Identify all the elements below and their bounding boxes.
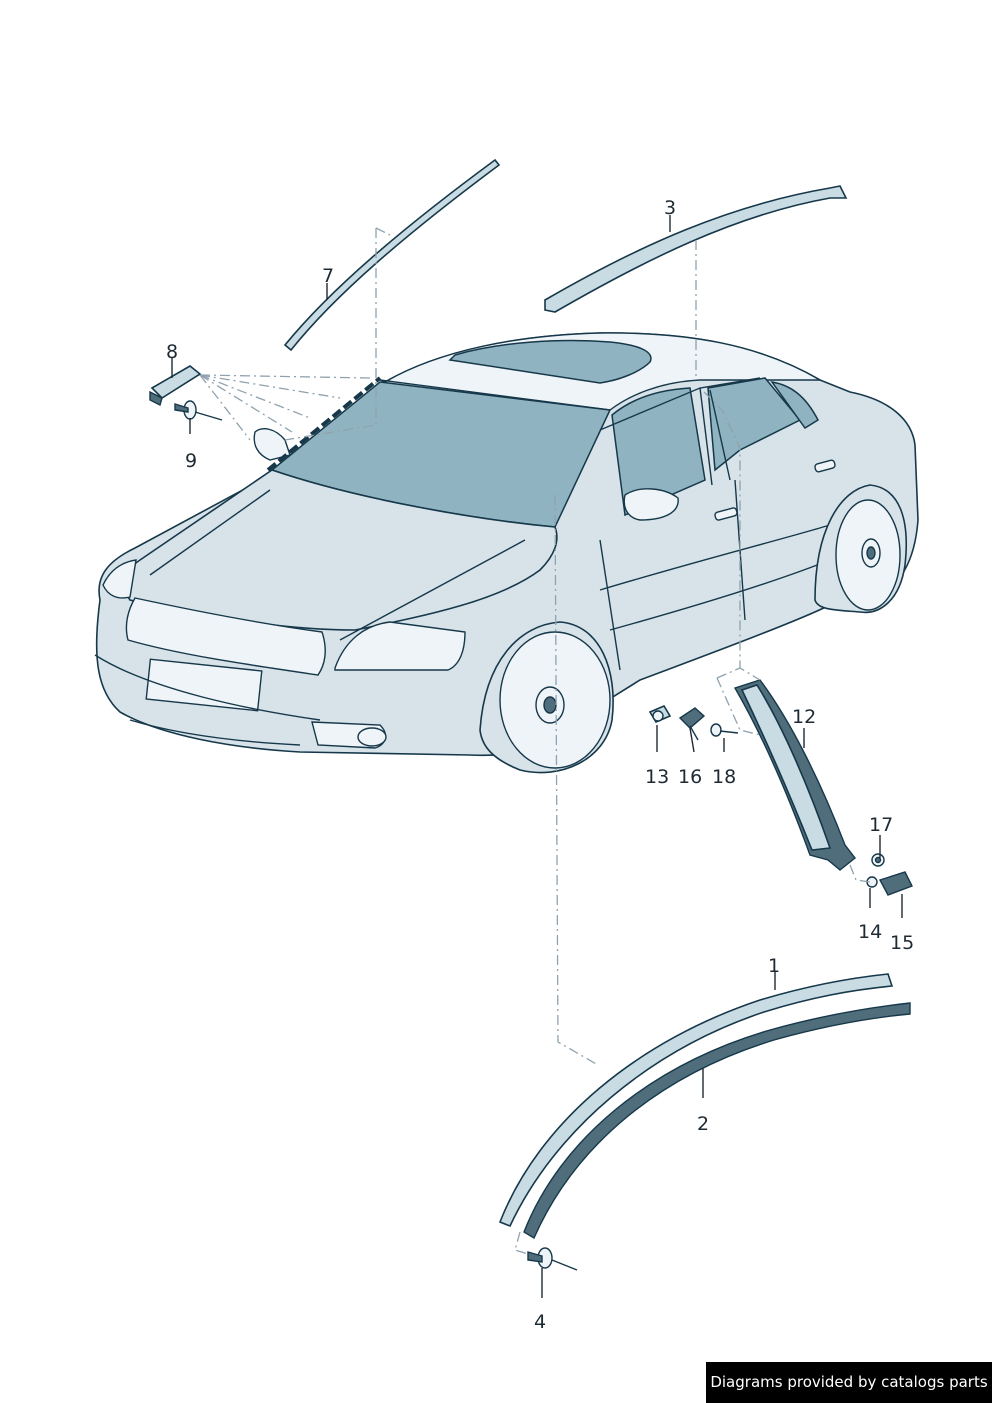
part-1-door-seal [498,973,894,1228]
part-3-roof-moulding [544,185,848,313]
callout-12: 12 [792,706,816,728]
part-15-cap [878,871,913,896]
callout-2: 2 [697,1113,709,1135]
callout-18: 18 [712,766,736,788]
part-9-bolt [174,400,223,421]
part-7-windshield-moulding [283,158,501,352]
callout-17: 17 [869,814,893,836]
callout-15: 15 [890,932,914,954]
part-13-clip [648,704,672,724]
callout-4: 4 [534,1311,546,1333]
callout-14: 14 [858,921,882,943]
part-8-clip [149,365,202,407]
callout-leaders [171,215,903,1298]
callout-16: 16 [678,766,702,788]
part-4-bolt [527,1247,578,1271]
callout-8: 8 [166,341,178,363]
part-18-screw [710,723,739,737]
callout-7: 7 [322,265,334,287]
callout-13: 13 [645,766,669,788]
callout-9: 9 [185,450,197,472]
part-16-clip [678,707,706,741]
callout-1: 1 [768,955,780,977]
windshield-seal-line [266,376,382,472]
part-2-door-seal-strip [523,1002,911,1240]
callout-3: 3 [664,197,676,219]
car-illustration [94,332,919,774]
assembly-dash-lines [199,227,871,1255]
part-17-screw [871,853,885,867]
credit-banner: Diagrams provided by catalogs parts [706,1362,992,1403]
